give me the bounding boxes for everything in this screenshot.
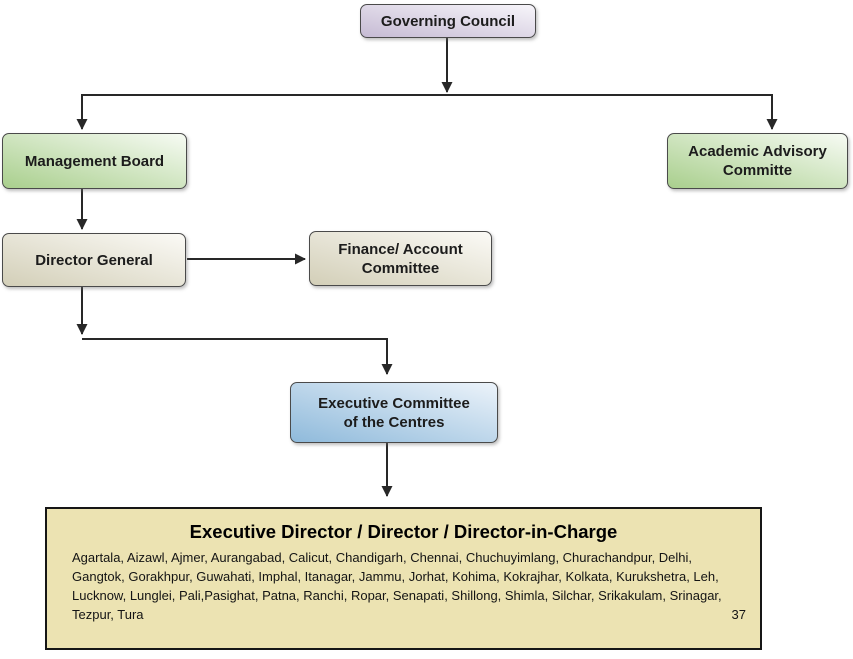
node-executive-committee-of-the-centres: Executive Committee of the Centres (290, 382, 498, 443)
page-number: 37 (731, 607, 746, 622)
centres-line: Tezpur, Tura (72, 607, 144, 622)
centres-line: Gangtok, Gorakhpur, Guwahati, Imphal, It… (72, 569, 719, 584)
node-label: Management Board (24, 152, 165, 170)
elbow-director-to-executive (82, 338, 393, 375)
node-management-board: Management Board (2, 133, 187, 189)
node-label-line: Committe (722, 162, 793, 179)
node-label-line: Finance/ Account (338, 240, 463, 258)
node-academic-advisory-committe: Academic Advisory Committe (667, 133, 848, 189)
node-executive-director-block: Executive Director / Director / Director… (45, 507, 762, 650)
centres-last-row: Tezpur, Tura 37 (72, 605, 746, 624)
centres-list: Agartala, Aizawl, Ajmer, Aurangabad, Cal… (47, 548, 760, 624)
centres-line: Lucknow, Lunglei, Pali,Pasighat, Patna, … (72, 588, 722, 603)
node-label-line: Academic Advisory (688, 143, 827, 160)
executive-director-title: Executive Director / Director / Director… (189, 521, 618, 542)
node-finance-account-committee: Finance/ Account Committee (309, 231, 492, 286)
centres-line: Agartala, Aizawl, Ajmer, Aurangabad, Cal… (72, 550, 693, 565)
node-label: Governing Council (380, 12, 516, 30)
node-label: Director General (35, 251, 153, 269)
node-label-line: of the Centres (343, 413, 445, 431)
node-director-general: Director General (2, 233, 186, 287)
node-label-line: Committee (361, 259, 440, 277)
node-label-line: Executive Committee (318, 394, 470, 412)
node-governing-council: Governing Council (360, 4, 536, 38)
